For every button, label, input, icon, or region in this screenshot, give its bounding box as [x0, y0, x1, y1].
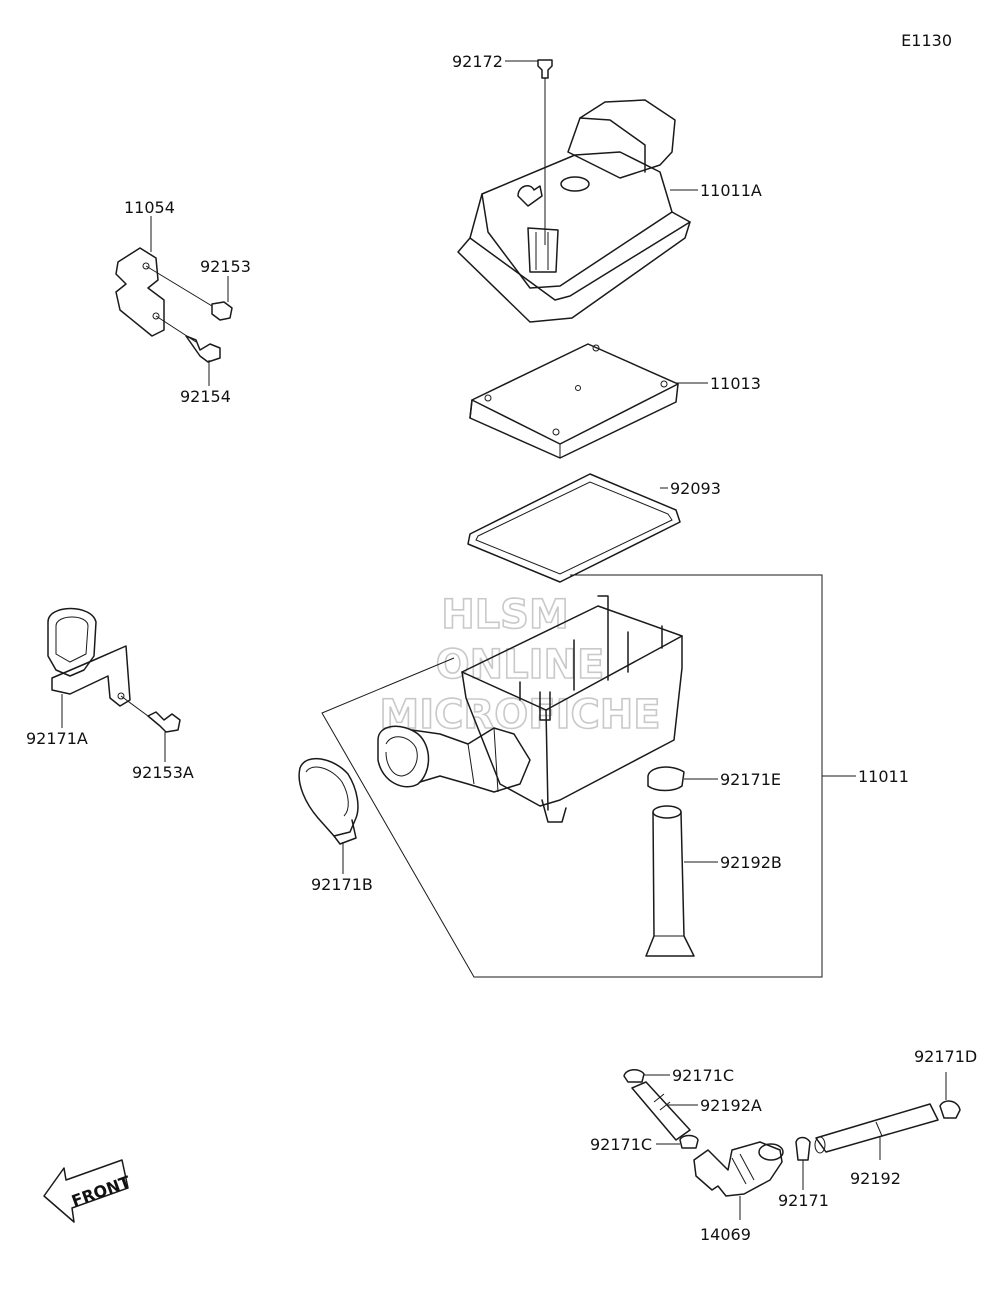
callout-92154[interactable]: 92154	[180, 387, 231, 406]
part-92171A-clamp[interactable]	[47, 607, 149, 717]
part-92171-clip[interactable]	[795, 1136, 811, 1161]
callout-92172[interactable]: 92172	[452, 52, 503, 71]
callout-92192A[interactable]: 92192A	[700, 1096, 762, 1115]
part-11011-case[interactable]	[377, 595, 683, 823]
diagram-id: E1130	[901, 31, 952, 50]
part-92192A-hose[interactable]	[631, 1081, 691, 1141]
part-92171E-clamp[interactable]	[647, 766, 685, 792]
part-92153-bolt[interactable]	[211, 301, 233, 321]
part-92153A-bolt[interactable]	[147, 711, 181, 733]
part-11011A-cover[interactable]	[457, 99, 691, 323]
callout-14069[interactable]: 14069	[700, 1225, 751, 1244]
part-92192B-tube[interactable]	[645, 805, 695, 957]
part-92192-hose[interactable]	[814, 1103, 939, 1154]
callout-92171A[interactable]: 92171A	[26, 729, 88, 748]
callout-11013[interactable]: 11013	[710, 374, 761, 393]
watermark-line-2: ONLINE	[436, 642, 605, 688]
part-11054-bracket[interactable]	[115, 247, 213, 343]
group-frame-11011	[321, 574, 823, 978]
callout-92093[interactable]: 92093	[670, 479, 721, 498]
part-92171B-clamp[interactable]	[298, 757, 359, 845]
callout-92171C-bottom[interactable]: 92171C	[590, 1135, 652, 1154]
callout-92171[interactable]: 92171	[778, 1191, 829, 1210]
callout-92171D[interactable]: 92171D	[914, 1047, 977, 1066]
front-arrow-label: FRONT	[69, 1172, 133, 1211]
part-92171C-bottom-clip[interactable]	[679, 1134, 699, 1149]
callout-11054[interactable]: 11054	[124, 198, 175, 217]
watermark: HLSM ONLINE MICROFICHE	[379, 591, 662, 739]
watermark-line-1: HLSM	[441, 592, 569, 638]
part-92171C-top-clip[interactable]	[623, 1069, 645, 1083]
callout-92153[interactable]: 92153	[200, 257, 251, 276]
callout-92153A[interactable]: 92153A	[132, 763, 194, 782]
part-14069-breather[interactable]	[693, 1141, 784, 1197]
part-92154-bolt[interactable]	[185, 335, 221, 363]
callout-92171E[interactable]: 92171E	[720, 770, 781, 789]
callout-92192[interactable]: 92192	[850, 1169, 901, 1188]
callout-11011[interactable]: 11011	[858, 767, 909, 786]
callout-92171B[interactable]: 92171B	[311, 875, 373, 894]
callout-92192B[interactable]: 92192B	[720, 853, 782, 872]
callout-92171C-top[interactable]: 92171C	[672, 1066, 734, 1085]
front-direction-arrow: FRONT	[43, 1159, 133, 1223]
callout-11011A[interactable]: 11011A	[700, 181, 762, 200]
part-92171D-clip[interactable]	[939, 1100, 961, 1119]
part-11013-element[interactable]	[469, 343, 679, 459]
part-92172-pin[interactable]	[537, 59, 553, 245]
part-92093-gasket[interactable]	[467, 473, 681, 583]
